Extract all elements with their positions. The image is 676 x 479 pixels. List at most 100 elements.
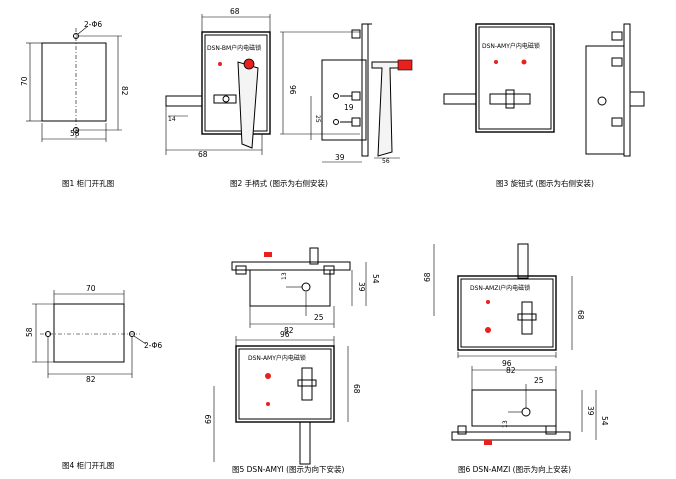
side-flange xyxy=(623,23,631,157)
side-flange xyxy=(361,23,369,157)
indicator-light-2 xyxy=(485,327,491,333)
figure-3-knob-front: DSN-AMY户内电磁锁 图3 旋钮式 (图示为右侧安装) xyxy=(443,23,594,188)
bottom-hole xyxy=(521,407,531,417)
knob-icon xyxy=(521,301,533,335)
dim-label-54: 54 xyxy=(371,274,380,284)
dim-label-68b: 68 xyxy=(198,150,208,159)
lock-body-outline xyxy=(475,23,555,133)
figure-2-handle-side: 96 19 25 39 56 xyxy=(280,23,413,165)
dim-label-25: 25 xyxy=(314,115,321,123)
lock-panel xyxy=(238,348,332,420)
handle-knob xyxy=(243,58,255,70)
side-knob xyxy=(629,91,645,107)
indicator-light xyxy=(494,60,498,64)
figure-2-handle-front: 68 DSN-BM户内电磁锁 14 68 图2 手柄式 (图示为右侧安装) xyxy=(165,7,328,188)
dim-label-82: 82 xyxy=(506,366,516,375)
panel-label: DSN-AMY户内电磁锁 xyxy=(482,42,540,50)
indicator-light-2 xyxy=(521,59,527,65)
indicator-light xyxy=(265,373,271,379)
dim-label-82: 82 xyxy=(86,375,96,384)
indicator-light-2 xyxy=(266,402,270,406)
dim-label-width: 58 xyxy=(70,129,80,138)
panel-label: DSN-AMY户内电磁锁 xyxy=(248,354,306,362)
top-shaft xyxy=(309,247,319,265)
figure-5-top-view: 13 25 39 54 82 xyxy=(231,247,380,335)
knob-bar xyxy=(489,93,531,105)
lock-shaft xyxy=(443,93,477,105)
figure-1-caption: 图1 柜门开孔图 xyxy=(62,178,114,188)
dim-label-inner: 82 xyxy=(120,86,129,96)
holes-label: 2-Φ6 xyxy=(84,20,102,29)
dim-label-68: 68 xyxy=(352,384,361,394)
figure-1-door-cutout: 70 82 2-Φ6 58 图1 柜门开孔图 xyxy=(20,20,129,188)
lower-shaft xyxy=(299,421,311,465)
dim-label-39: 39 xyxy=(586,406,595,416)
side-housing xyxy=(585,45,625,155)
side-handle xyxy=(371,61,401,157)
figure-4-door-cutout: 70 58 2-Φ6 82 图4 柜门开孔图 xyxy=(25,284,162,470)
figure-5-caption: 图5 DSN-AMYI (图示为向下安装) xyxy=(232,464,345,474)
dim-label-70: 70 xyxy=(86,284,96,293)
lock-panel xyxy=(478,26,552,130)
dim-label-82: 82 xyxy=(284,326,294,335)
side-handle-tip xyxy=(397,59,413,71)
dim-label-96: 96 xyxy=(280,330,290,339)
side-nut-top xyxy=(611,31,623,41)
dim-label-25: 25 xyxy=(314,313,324,322)
dim-label-height: 70 xyxy=(20,76,29,86)
lock-panel xyxy=(204,34,268,132)
figure-4-caption: 图4 柜门开孔图 xyxy=(62,460,114,470)
dim-label-19: 19 xyxy=(344,103,354,112)
dim-label-68b: 68 xyxy=(576,310,585,320)
bottom-flange xyxy=(451,431,571,441)
dim-label-25: 25 xyxy=(534,376,544,385)
lock-body-outline xyxy=(201,31,271,135)
knob-icon xyxy=(505,89,515,109)
dim-label-68: 68 xyxy=(423,272,432,282)
dim-label-96: 96 xyxy=(288,85,297,95)
indicator-light xyxy=(486,300,490,304)
lock-body-outline xyxy=(457,275,557,351)
top-housing xyxy=(249,269,331,307)
figure-5-front-view: 96 DSN-AMY户内电磁锁 68 69 图5 DSN-AMYI (图示为向下… xyxy=(204,330,361,474)
dim-label-96: 96 xyxy=(502,359,512,368)
bottom-nut-left xyxy=(457,425,467,435)
panel-label: DSN-AMZI户内电磁锁 xyxy=(470,284,530,292)
lock-handle xyxy=(237,61,259,149)
dim-label-54: 54 xyxy=(600,416,609,426)
lock-panel xyxy=(460,278,554,348)
cutout-outline xyxy=(41,42,107,122)
figure-6-caption: 图6 DSN-AMZI (图示为向上安装) xyxy=(458,464,571,474)
dim-label-14: 14 xyxy=(168,116,176,123)
dim-label-56: 56 xyxy=(382,158,390,165)
cutout-outline xyxy=(53,303,125,363)
top-hole xyxy=(301,282,311,292)
side-nut-bottom xyxy=(611,117,623,127)
dim-label-58: 58 xyxy=(25,327,34,337)
side-nut-bottom xyxy=(351,117,361,127)
figure-3-caption: 图3 旋钮式 (图示为右侧安装) xyxy=(496,178,594,188)
dim-label-13: 13 xyxy=(502,420,509,428)
indicator-light xyxy=(218,62,222,66)
figure-3-knob-side xyxy=(585,23,645,157)
figure-2-caption: 图2 手柄式 (图示为右侧安装) xyxy=(230,178,328,188)
top-red-mark xyxy=(264,252,272,257)
dim-label-69: 69 xyxy=(204,414,213,424)
upper-shaft xyxy=(517,243,529,279)
knob-icon xyxy=(301,367,313,401)
side-housing xyxy=(321,59,367,141)
bottom-housing xyxy=(471,389,557,427)
side-hole xyxy=(597,96,607,106)
bottom-nut-right xyxy=(545,425,557,435)
dim-label-13: 13 xyxy=(281,272,288,280)
top-nut-left xyxy=(235,265,247,275)
dim-label-39: 39 xyxy=(357,282,366,292)
key-cylinder xyxy=(213,94,237,104)
lock-shaft xyxy=(165,95,203,107)
bottom-red-mark xyxy=(484,440,492,445)
figure-6-bottom-view: 82 25 13 39 54 图6 DSN-AMZI (图示为向上安装) xyxy=(451,366,609,474)
dim-label-39: 39 xyxy=(335,153,345,162)
holes-label: 2-Φ6 xyxy=(144,341,162,350)
figure-6-front-view: 68 DSN-AMZI户内电磁锁 68 96 xyxy=(423,243,585,368)
